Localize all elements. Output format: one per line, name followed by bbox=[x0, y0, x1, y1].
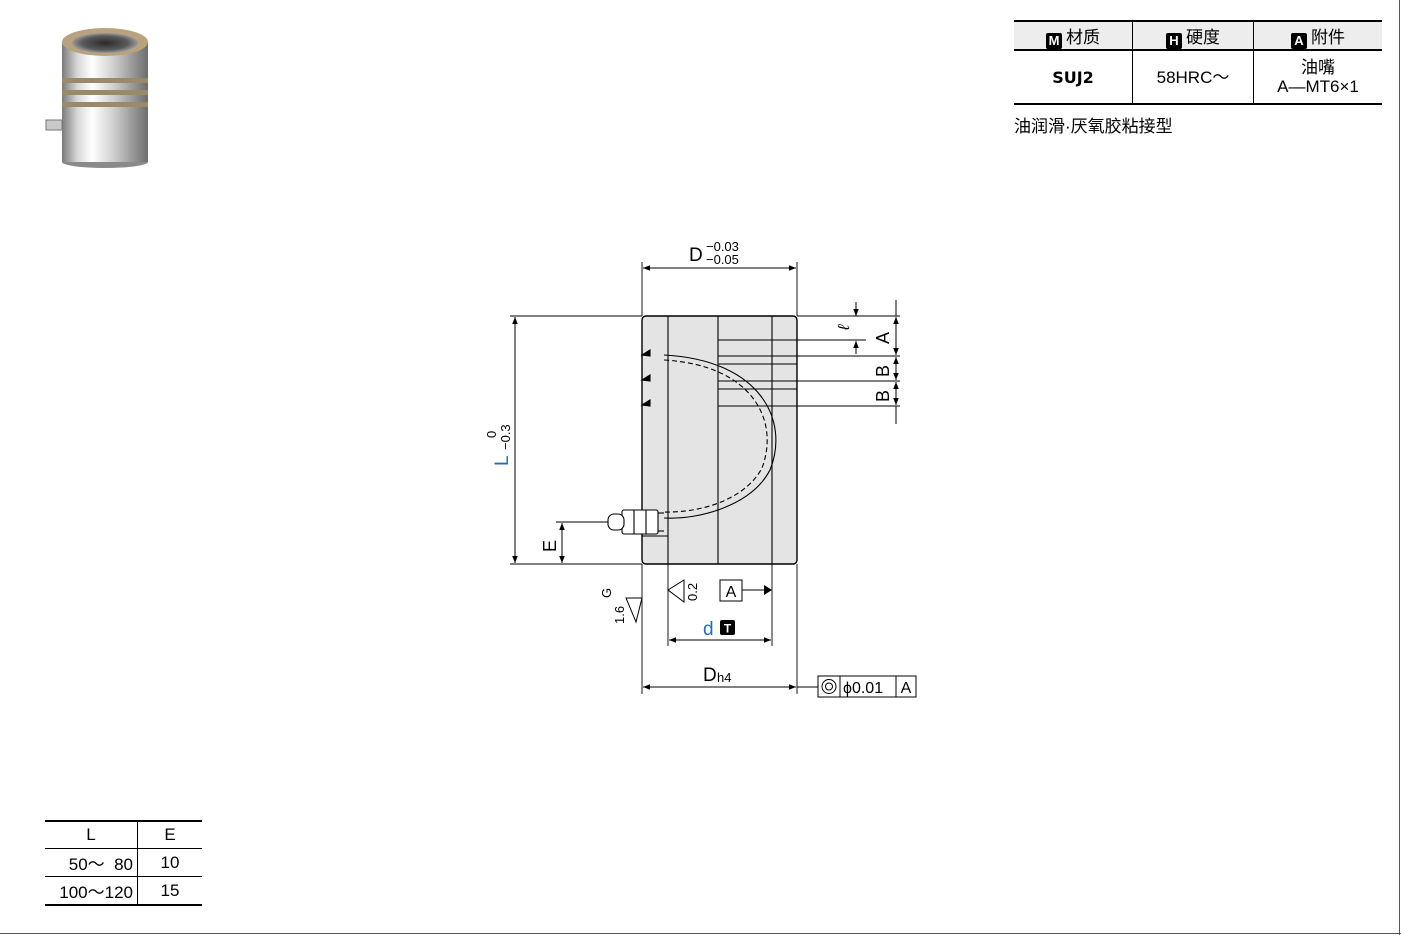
spec-header-accessory-label: 附件 bbox=[1311, 27, 1345, 47]
label-l-tol-lower: −0.3 bbox=[498, 424, 513, 450]
concentricity-value: ϕ0.01 bbox=[843, 680, 883, 697]
table-row: 50～ 80 10 bbox=[45, 848, 202, 877]
label-l-tol-upper: 0 bbox=[484, 431, 499, 438]
le-row2-e: 15 bbox=[137, 876, 202, 906]
label-b1: B bbox=[873, 365, 893, 377]
spec-material: SUJ2 bbox=[1014, 49, 1133, 105]
frame-bottom-border bbox=[0, 933, 1401, 934]
product-photo bbox=[45, 28, 148, 168]
dimension-lines bbox=[512, 265, 899, 690]
roughness-16-symbol: G 1.6 bbox=[599, 588, 643, 624]
bushing-body bbox=[641, 315, 798, 565]
label-dh4-sub: h4 bbox=[717, 670, 731, 685]
label-ell: ℓ bbox=[836, 324, 853, 331]
le-row1-e: 10 bbox=[137, 848, 202, 877]
spec-header-material-label: 材质 bbox=[1066, 27, 1100, 47]
roughness-02-symbol: 0.2 bbox=[667, 579, 700, 603]
roughness-g-label: G bbox=[599, 588, 614, 598]
label-a: A bbox=[873, 332, 893, 344]
label-l: L bbox=[492, 455, 513, 466]
type-note: 油润滑·厌氧胶粘接型 bbox=[1014, 117, 1173, 136]
label-d-top: D bbox=[689, 245, 703, 266]
concentricity-frame: ϕ0.01 A bbox=[817, 675, 917, 698]
spec-hardness: 58HRC～ bbox=[1132, 49, 1254, 105]
spec-accessory-line2: A—MT6×1 bbox=[1277, 77, 1359, 96]
le-header-l: L bbox=[45, 820, 138, 849]
concentricity-icon bbox=[821, 679, 837, 694]
label-d-inner: d bbox=[703, 619, 714, 640]
le-row2-l: 100～120 bbox=[45, 876, 138, 906]
accessory-badge-icon: A bbox=[1291, 32, 1307, 49]
label-d-inner-badge: T bbox=[724, 622, 732, 636]
le-row1-l: 50～ 80 bbox=[45, 848, 138, 877]
d-inner-badge-icon bbox=[720, 620, 735, 635]
concentricity-datum: A bbox=[901, 680, 912, 697]
label-b2: B bbox=[873, 390, 893, 402]
hardness-badge-icon: H bbox=[1166, 32, 1182, 49]
roughness-16-label: 1.6 bbox=[612, 606, 627, 624]
extension-lines bbox=[510, 262, 900, 694]
datum-a-label: A bbox=[726, 584, 737, 601]
label-d-top-tol-lower: −0.05 bbox=[706, 252, 739, 267]
oil-passage bbox=[663, 354, 777, 519]
le-table: L E 50～ 80 10 100～120 15 bbox=[45, 820, 202, 906]
material-badge-icon: M bbox=[1046, 32, 1062, 49]
section-lines bbox=[640, 316, 797, 564]
label-e: E bbox=[540, 540, 560, 552]
frame-right-border bbox=[1399, 0, 1400, 935]
le-header-e: E bbox=[137, 820, 202, 849]
label-d-top-tol-upper: −0.03 bbox=[706, 239, 739, 254]
label-dh4-main: D bbox=[703, 665, 717, 686]
dimension-labels: D −0.03 −0.05 L 0 −0.3 ℓ A B B E d T D h… bbox=[484, 239, 893, 686]
roughness-02-label: 0.2 bbox=[685, 583, 700, 601]
spec-accessory-line1: 油嘴 bbox=[1301, 58, 1335, 77]
spec-header-hardness-label: 硬度 bbox=[1186, 27, 1220, 47]
grease-nipple bbox=[607, 509, 664, 535]
table-row: 100～120 15 bbox=[45, 876, 202, 906]
datum-a-marker: A bbox=[719, 579, 772, 602]
